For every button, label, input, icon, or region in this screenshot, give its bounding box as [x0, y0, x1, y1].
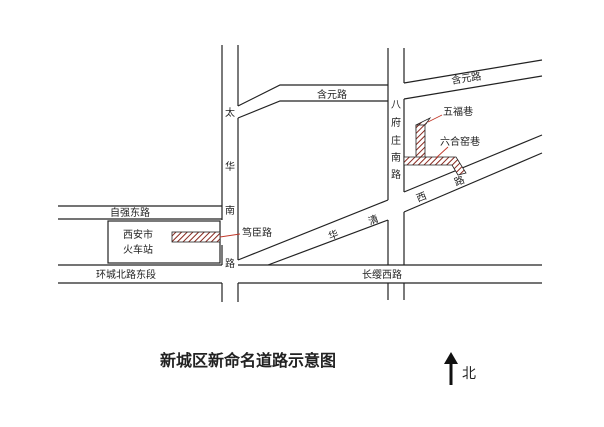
- huaqing-xi-lu-south-edge: [267, 219, 389, 266]
- new-roads: [171, 116, 467, 243]
- huaqing-label-xi: 西: [415, 191, 428, 205]
- bafu-label-ba: 八: [391, 100, 401, 111]
- hanyuan-lu-right-north-edge: [403, 59, 543, 84]
- taihua-label-hua: 华: [225, 160, 235, 173]
- station-label-line1: 西安市: [123, 228, 153, 241]
- taihua-label-tai: 太: [225, 106, 235, 119]
- wufu-xiang-leader: [427, 114, 443, 123]
- duchen-lu-leader: [219, 233, 241, 238]
- liuheyao-xiang-road: [403, 156, 467, 176]
- bafu-label-fu: 府: [391, 116, 401, 129]
- changying-xi-lu-label: 长缨西路: [362, 268, 402, 281]
- taihua-label-nan: 南: [225, 204, 235, 217]
- huaqing-label-qing: 清: [366, 212, 380, 228]
- north-arrow-icon: [444, 352, 458, 385]
- huancheng-bei-lu-label: 环城北路东段: [96, 268, 156, 281]
- hanyuan-lu-south-edge: [237, 100, 388, 119]
- wufu-xiang-label: 五福巷: [443, 105, 473, 118]
- hanyuan-lu-north-edge: [237, 84, 388, 107]
- bafu-label-lu: 路: [391, 168, 401, 181]
- ziqiang-dong-lu-label: 自强东路: [110, 206, 150, 219]
- liuheyao-xiang-leader: [435, 146, 449, 159]
- duchen-lu-label: 笃臣路: [242, 226, 272, 239]
- road-labels: 含元路 含元路 太 华 南 路 八 府 庄 南 路 自强东路 环城北路东段 长缨…: [96, 69, 482, 281]
- duchen-lu-road: [171, 231, 221, 243]
- map-title: 新城区新命名道路示意图: [160, 351, 336, 370]
- station-label-line2: 火车站: [123, 243, 153, 256]
- liuheyao-xiang-label: 六合窑巷: [440, 135, 480, 148]
- taihua-label-lu: 路: [225, 257, 235, 270]
- huaqing-label-hua: 华: [326, 227, 340, 243]
- hanyuan-lu-right-south-edge: [403, 75, 543, 100]
- hanyuan-lu-middle-label: 含元路: [317, 88, 347, 101]
- north-label: 北: [462, 366, 476, 382]
- huaqing-label-lu: 路: [452, 173, 466, 189]
- huaqing-xi-lu-north-edge: [237, 199, 389, 261]
- bafu-label-zhuang: 庄: [391, 134, 401, 147]
- bafu-label-nan: 南: [391, 151, 401, 164]
- leader-lines: [219, 114, 449, 238]
